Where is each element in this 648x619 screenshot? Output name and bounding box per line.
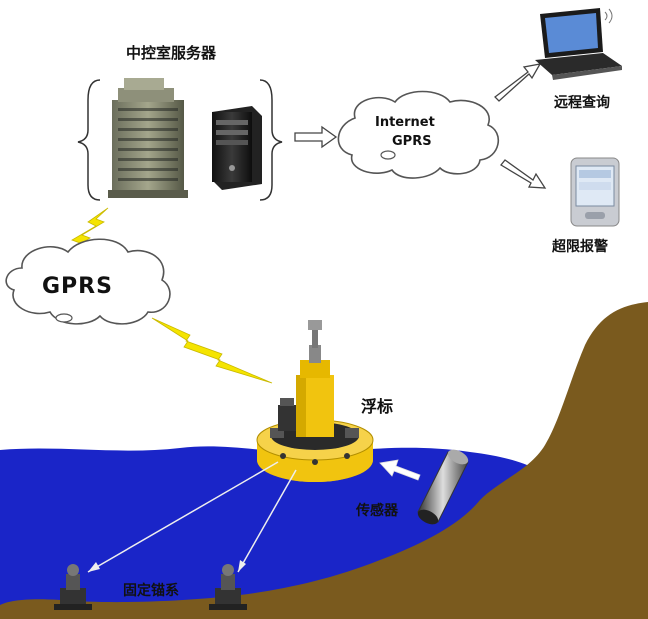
arrow-sensor-to-buoy	[379, 459, 421, 481]
arrow-server-to-internet	[294, 125, 338, 149]
sensor-label: 传感器	[356, 503, 398, 519]
anchor-icon	[54, 564, 92, 610]
buoy-label: 浮标	[361, 397, 394, 416]
internet-label: Internet	[375, 115, 435, 130]
mooring-line-right	[237, 469, 297, 573]
pda-icon	[570, 157, 620, 227]
building-icon	[108, 78, 188, 198]
buoy-icon	[256, 320, 374, 482]
cloud-icon	[337, 90, 500, 179]
server-room-label: 中控室服务器	[126, 44, 217, 62]
gprs-cloud-icon	[5, 238, 171, 325]
laptop-icon	[535, 8, 622, 80]
arrow-to-alarm	[500, 159, 547, 189]
right-bracket	[259, 79, 283, 201]
mooring-line-left	[87, 461, 279, 573]
land-slope	[0, 302, 648, 619]
lightning-icon-2	[151, 317, 273, 384]
over-limit-alarm-label: 超限报警	[552, 239, 608, 255]
arrow-to-remote-query	[494, 63, 542, 102]
server-tower-icon	[212, 106, 262, 190]
anchor-label: 固定锚系	[123, 583, 179, 599]
sensor-probe-icon	[417, 449, 469, 525]
gprs-wireless-label: GPRS	[42, 274, 113, 299]
gprs-network-label: GPRS	[392, 134, 432, 149]
remote-query-label: 远程查询	[554, 95, 610, 111]
anchor-icon-2	[209, 564, 247, 610]
left-bracket	[77, 79, 101, 201]
